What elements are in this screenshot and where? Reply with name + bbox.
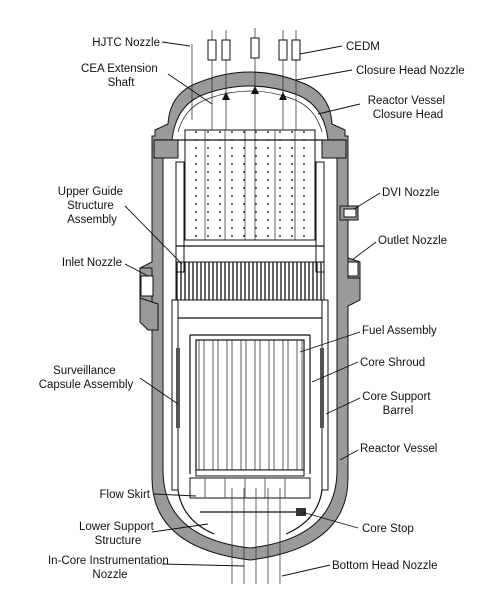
label-hjtc-nozzle: HJTC Nozzle	[92, 37, 160, 49]
dvi-nozzle-body	[339, 205, 359, 221]
icin-tubes	[231, 488, 281, 584]
core-support-barrel-walls	[171, 299, 329, 491]
outlet-nozzle-body	[347, 257, 361, 279]
label-outlet-nozzle: Outlet Nozzle	[378, 235, 447, 247]
label-flow-skirt: Flow Skirt	[100, 489, 151, 501]
label-cea-extension-shaft: CEA Extension Shaft	[81, 63, 161, 89]
label-lower-support-structure: Lower Support Structure	[79, 521, 157, 547]
label-bottom-head-nozzle: Bottom Head Nozzle	[332, 560, 437, 572]
cedm-rods	[191, 28, 301, 130]
fuel-region	[189, 334, 311, 477]
label-closure-head-nozzle: Closure Head Nozzle	[356, 65, 465, 77]
inlet-nozzle-body	[139, 267, 159, 331]
label-core-support-barrel: Core Support Barrel	[362, 391, 434, 417]
label-upper-guide-structure-assembly: Upper Guide Structure Assembly	[58, 186, 126, 226]
label-surveillance-capsule-assembly: Surveillance Capsule Assembly	[39, 365, 134, 391]
label-dvi-nozzle: DVI Nozzle	[382, 187, 440, 199]
label-inlet-nozzle: Inlet Nozzle	[62, 257, 122, 269]
label-fuel-assembly: Fuel Assembly	[362, 325, 437, 337]
label-reactor-vessel: Reactor Vessel	[360, 443, 437, 455]
label-core-shroud: Core Shroud	[360, 357, 425, 369]
label-reactor-vessel-closure-head: Reactor Vessel Closure Head	[368, 95, 449, 121]
upper-plate	[175, 261, 325, 301]
label-core-stop: Core Stop	[362, 523, 414, 535]
label-cedm: CEDM	[346, 41, 380, 53]
leader-lines	[124, 41, 381, 577]
upper-guide-structure	[175, 129, 325, 273]
label-in-core-instrumentation-nozzle: In-Core Instrumentation Nozzle	[48, 555, 172, 581]
